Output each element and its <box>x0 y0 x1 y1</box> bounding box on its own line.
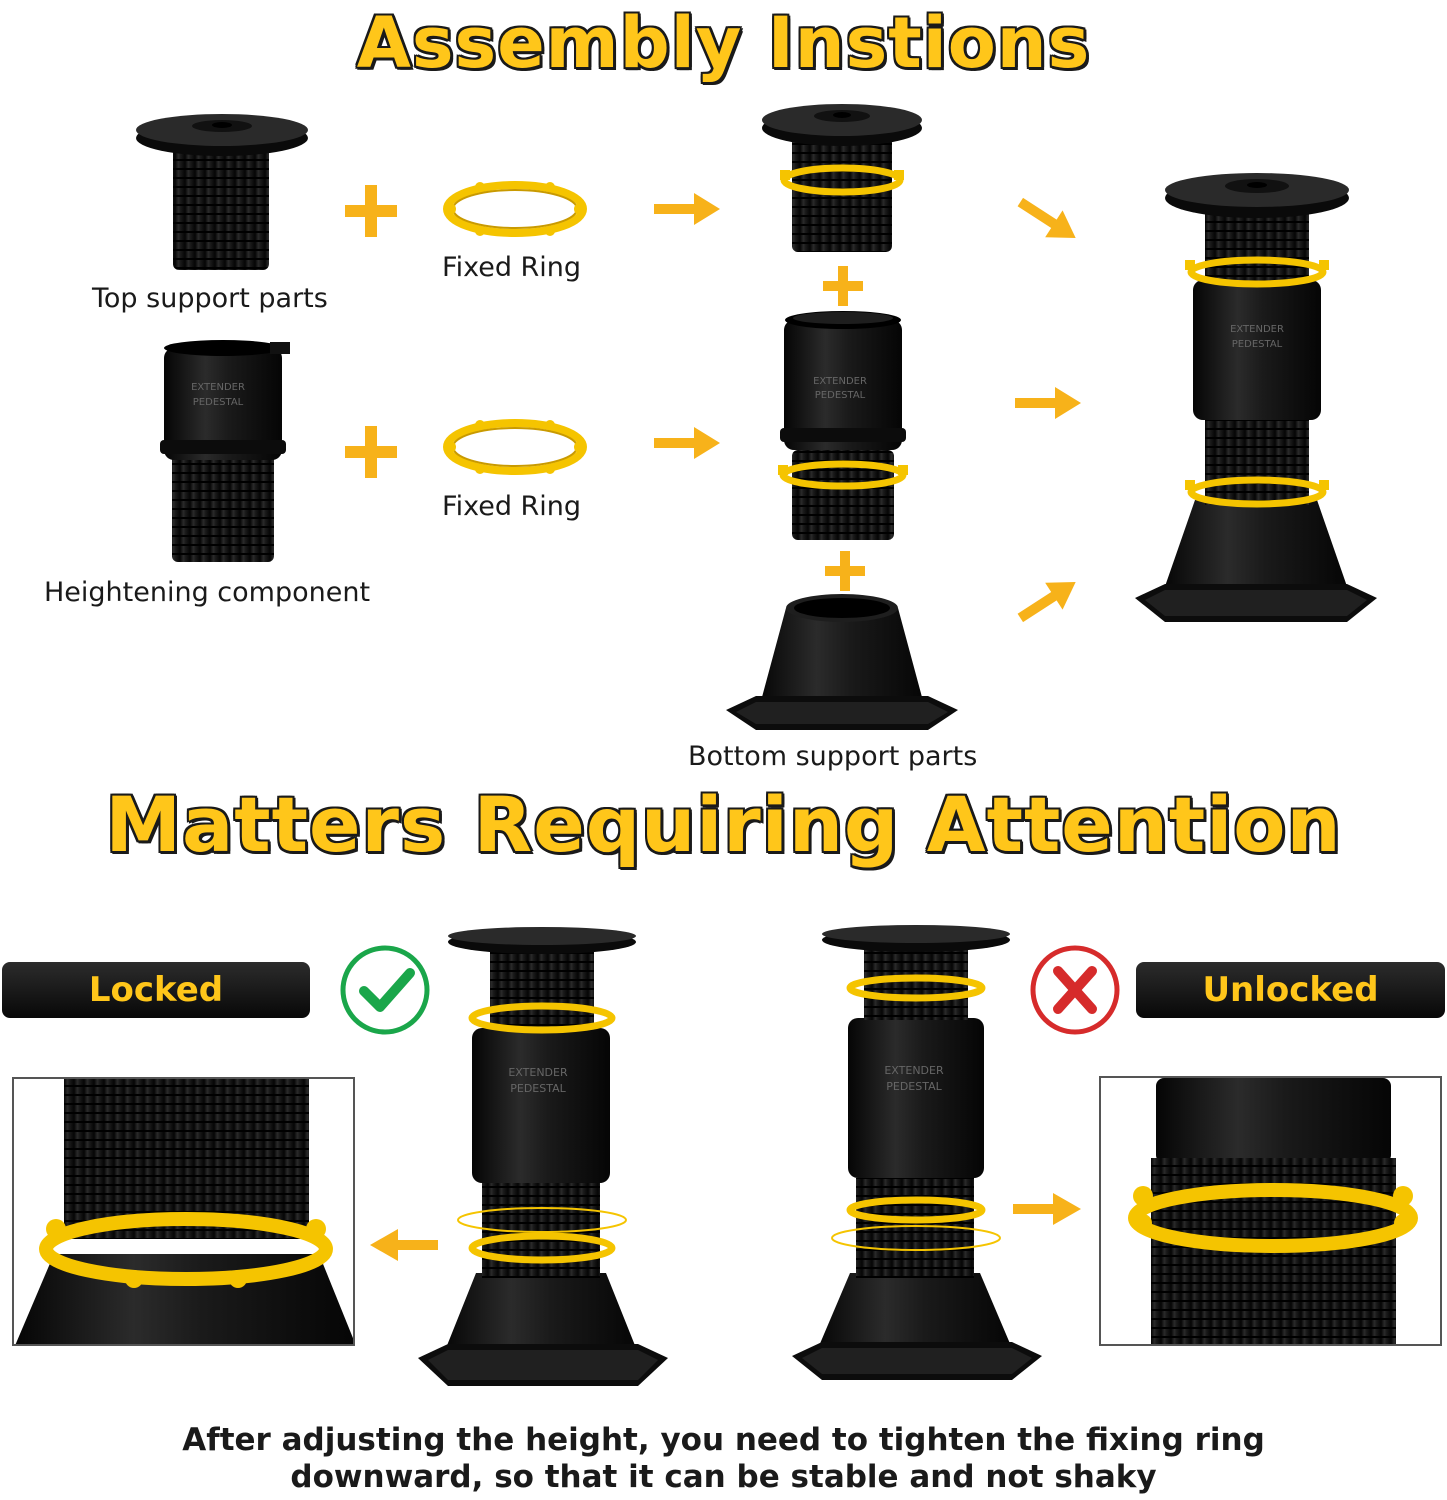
pedestal-text: PEDESTAL <box>886 1080 942 1093</box>
check-circle-icon <box>340 945 430 1035</box>
bottom-support-parts-label: Bottom support parts <box>688 741 978 772</box>
locked-badge: Locked <box>2 962 310 1018</box>
extender-text: EXTENDER <box>884 1064 944 1077</box>
pedestal-text: PEDESTAL <box>510 1082 566 1095</box>
unlocked-closeup-photo <box>1099 1076 1442 1346</box>
top-support-parts-label: Top support parts <box>92 283 328 314</box>
bottom-support-part-image <box>726 594 958 730</box>
locked-closeup-photo <box>12 1077 355 1346</box>
locked-pedestal-image: EXTENDER PEDESTAL <box>418 927 668 1386</box>
fixed-ring-label-1: Fixed Ring <box>442 252 582 283</box>
unlocked-badge: Unlocked <box>1136 962 1445 1018</box>
pedestal-text: PEDESTAL <box>815 390 866 401</box>
top-part-with-ring-image <box>762 104 922 252</box>
heightening-with-ring-image: EXTENDER PEDESTAL <box>778 311 908 540</box>
cross-circle-icon <box>1030 945 1120 1035</box>
assembled-pedestal-image: EXTENDER PEDESTAL <box>1135 173 1377 622</box>
arrow-diagonal-down-icon <box>1017 197 1076 238</box>
pedestal-text: PEDESTAL <box>1232 339 1283 350</box>
arrow-right-icon <box>1013 1193 1081 1225</box>
plus-icon <box>345 185 397 237</box>
arrow-diagonal-up-icon <box>1017 582 1076 623</box>
caption-line-2: downward, so that it can be stable and n… <box>290 1459 1157 1495</box>
extender-text: EXTENDER <box>508 1066 568 1079</box>
caption-line-1: After adjusting the height, you need to … <box>182 1422 1265 1458</box>
arrow-right-icon <box>654 427 720 459</box>
arrow-right-icon <box>1015 387 1081 419</box>
plus-icon <box>345 426 397 478</box>
top-support-part-image <box>136 114 308 270</box>
plus-icon <box>823 266 863 306</box>
pedestal-text: PEDESTAL <box>193 397 244 408</box>
fixed-ring-label-2: Fixed Ring <box>442 491 582 522</box>
extender-text: EXTENDER <box>813 376 867 387</box>
extender-text: EXTENDER <box>191 382 245 393</box>
extender-text: EXTENDER <box>1230 324 1284 335</box>
attention-title: Matters Requiring Attention <box>105 780 1342 869</box>
heightening-component-label: Heightening component <box>44 577 371 608</box>
unlocked-pedestal-image: EXTENDER PEDESTAL <box>792 925 1042 1380</box>
arrow-left-icon <box>370 1229 438 1261</box>
fixed-ring-image <box>443 181 587 237</box>
fixed-ring-image <box>443 419 587 475</box>
assembly-title: Assembly Instions <box>356 2 1091 84</box>
heightening-component-image: EXTENDER PEDESTAL <box>160 340 290 562</box>
plus-icon <box>825 551 865 591</box>
arrow-right-icon <box>654 193 720 225</box>
